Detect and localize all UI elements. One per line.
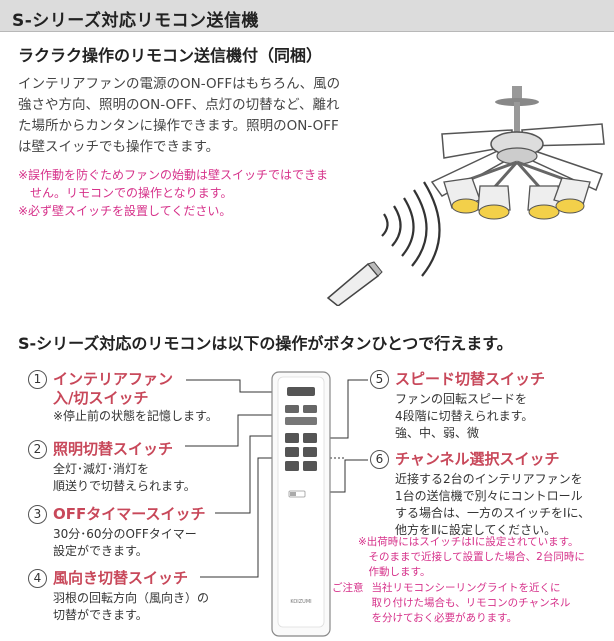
feature-number: 2: [28, 440, 47, 459]
section-header: S-シリーズ対応リモコン送信機: [0, 0, 614, 32]
caution-line: 当社リモコンシーリングライトを近くに: [371, 582, 561, 594]
feature-light-switch: 2 照明切替スイッチ 全灯･減灯･消灯を 順送りで切替えられます。: [28, 440, 196, 495]
caution-line: を分けておく必要があります。: [371, 612, 518, 624]
signal-waves-icon: [381, 181, 441, 277]
intro-body: インテリアファンの電源のON-OFFはもちろん、風の 強さや方向、照明のON-O…: [18, 74, 368, 158]
feature-title: チャンネル選択スイッチ: [395, 450, 560, 468]
feature-desc: 強、中、弱、微: [395, 426, 480, 440]
caution-line: 取り付けた場合も、リモコンのチャンネル: [371, 597, 571, 609]
feature-title: 照明切替スイッチ: [53, 440, 174, 458]
note-line: ※必ず壁スイッチを設置してください。: [18, 204, 232, 218]
feature-desc: 30分･60分のOFFタイマー: [53, 527, 197, 541]
lamp-icon: [477, 185, 511, 220]
feature-desc: 切替ができます。: [53, 608, 148, 622]
feature-title: OFFタイマースイッチ: [53, 505, 206, 523]
note-line: ※出荷時にはスイッチはⅠに設定されています。: [358, 536, 579, 548]
intro-line: インテリアファンの電源のON-OFFはもちろん、風の: [18, 76, 341, 92]
feature-title: インテリアファン: [53, 370, 174, 388]
direction-button-icon: [303, 461, 317, 471]
caution-note: ご注意 当社リモコンシーリングライトを近くに 取り付けた場合も、リモコンのチャン…: [332, 581, 570, 626]
feature-number: 6: [370, 450, 389, 469]
note-line: 作動します。: [358, 566, 431, 578]
intro-heading: ラクラク操作のリモコン送信機付（同梱）: [18, 46, 323, 65]
speed-button-icon: [303, 433, 317, 443]
feature-title: 入/切スイッチ: [53, 389, 149, 407]
feature-number: 1: [28, 370, 47, 389]
light-button-icon: [285, 405, 299, 413]
intro-notes: ※誤作動を防ぐためファンの始動は壁スイッチではできま せん。リモコンでの操作とな…: [18, 166, 378, 220]
intro-line: 強さや方向、照明のON-OFF、点灯の切替など、離れ: [18, 97, 340, 113]
feature-desc: 1台の送信機で別々にコントロール: [395, 489, 583, 503]
speed-button-icon: [285, 447, 299, 457]
speed-button-icon: [303, 447, 317, 457]
remote-illustration-icon: [326, 261, 383, 306]
feature-number: 5: [370, 370, 389, 389]
feature-desc: 全灯･減灯･消灯を: [53, 462, 150, 476]
feature-title: 風向き切替スイッチ: [53, 569, 189, 587]
speed-button-icon: [285, 433, 299, 443]
feature-desc: ファンの回転スピードを: [395, 392, 528, 406]
feature-channel-select: 6 チャンネル選択スイッチ 近接する2台のインテリアファンを 1台の送信機で別々…: [370, 450, 590, 539]
timer-button-icon: [285, 417, 317, 425]
feature-desc: 設定ができます。: [53, 544, 148, 558]
feature-number: 3: [28, 505, 47, 524]
feature-wind-direction: 4 風向き切替スイッチ 羽根の回転方向（風向き）の 切替ができます。: [28, 569, 209, 624]
feature-speed-switch: 5 スピード切替スイッチ ファンの回転スピードを 4段階に切替えられます。 強、…: [370, 370, 545, 442]
intro-line: た場所からカンタンに操作できます。照明のON-OFF: [18, 118, 339, 134]
feature-desc: 近接する2台のインテリアファンを: [395, 472, 583, 486]
feature-desc: 順送りで切替えられます。: [53, 479, 196, 493]
feature-title: スピード切替スイッチ: [395, 370, 546, 388]
note-line: せん。リモコンでの操作となります。: [18, 186, 233, 200]
feature-desc: 羽根の回転方向（風向き）の: [53, 591, 210, 605]
fan-mount-icon: [512, 86, 522, 100]
feature-desc: する場合は、一方のスイッチをⅠに、: [395, 506, 591, 520]
remote-control: KOIZUMI: [271, 371, 331, 637]
feature-fan-power: 1 インテリアファン 入/切スイッチ ※停止前の状態を記憶します。: [28, 370, 218, 425]
intro-line: は壁スイッチでも操作できます。: [18, 139, 220, 155]
remote-brand: KOIZUMI: [290, 599, 311, 605]
direction-button-icon: [285, 461, 299, 471]
header-title: S-シリーズ対応リモコン送信機: [12, 11, 259, 31]
note-line: そのままで近接して設置した場合、2台同時に: [358, 551, 585, 563]
channel-notes: ※出荷時にはスイッチはⅠに設定されています。 そのままで近接して設置した場合、2…: [358, 535, 585, 580]
lamp-icon: [443, 177, 481, 214]
feature-off-timer: 3 OFFタイマースイッチ 30分･60分のOFFタイマー 設定ができます。: [28, 505, 206, 560]
feature-desc: 他方をⅡに設定してください。: [395, 523, 557, 537]
caution-label: ご注意: [332, 582, 364, 594]
lamp-icon: [527, 185, 561, 220]
light-button-icon: [303, 405, 317, 413]
note-line: ※誤作動を防ぐためファンの始動は壁スイッチではできま: [18, 168, 329, 182]
ceiling-fan-illustration: [326, 86, 605, 306]
feature-number: 4: [28, 569, 47, 588]
feature-desc: ※停止前の状態を記憶します。: [53, 409, 218, 423]
lamp-icon: [553, 177, 591, 214]
power-button-icon: [287, 387, 315, 396]
operations-heading: S-シリーズ対応のリモコンは以下の操作がボタンひとつで行えます。: [18, 334, 513, 353]
feature-desc: 4段階に切替えられます。: [395, 409, 534, 423]
